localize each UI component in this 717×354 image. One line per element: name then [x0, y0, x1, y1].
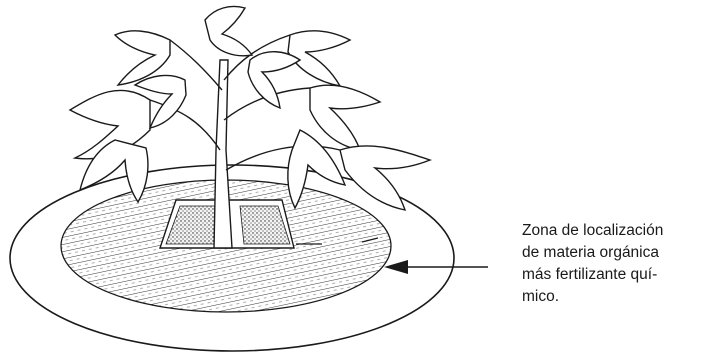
caption: Zona de localización de materia orgánica… — [522, 220, 712, 308]
caption-line-2: de materia orgánica — [522, 242, 712, 264]
caption-line-3: más fertilizante quí- — [522, 264, 712, 286]
caption-line-4: mico. — [522, 286, 712, 308]
caption-line-1: Zona de localización — [522, 220, 712, 242]
